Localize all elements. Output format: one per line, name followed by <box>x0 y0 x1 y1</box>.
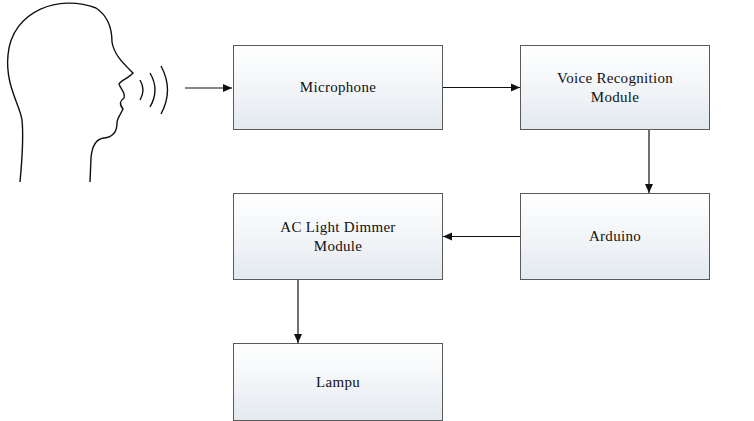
process-box: Microphone <box>233 45 443 130</box>
flow-arrow <box>648 130 649 193</box>
box-label: AC Light Dimmer Module <box>271 218 406 256</box>
sound-arrow <box>185 87 232 88</box>
box-label: Microphone <box>300 78 376 97</box>
box-label: Arduino <box>589 227 641 246</box>
head-outline <box>8 3 96 182</box>
flow-arrow <box>443 87 520 88</box>
flow-arrow <box>443 236 520 237</box>
process-box: Lampu <box>233 343 443 421</box>
flow-arrow <box>297 280 298 343</box>
sound-wave <box>150 73 155 107</box>
process-box: AC Light Dimmer Module <box>233 193 443 280</box>
box-label: Voice Recognition Module <box>545 69 685 107</box>
box-label: Lampu <box>316 373 360 392</box>
process-box: Arduino <box>520 193 710 280</box>
face-profile <box>90 8 133 182</box>
sound-wave <box>161 66 168 114</box>
process-box: Voice Recognition Module <box>520 45 710 130</box>
sound-wave <box>140 80 143 100</box>
